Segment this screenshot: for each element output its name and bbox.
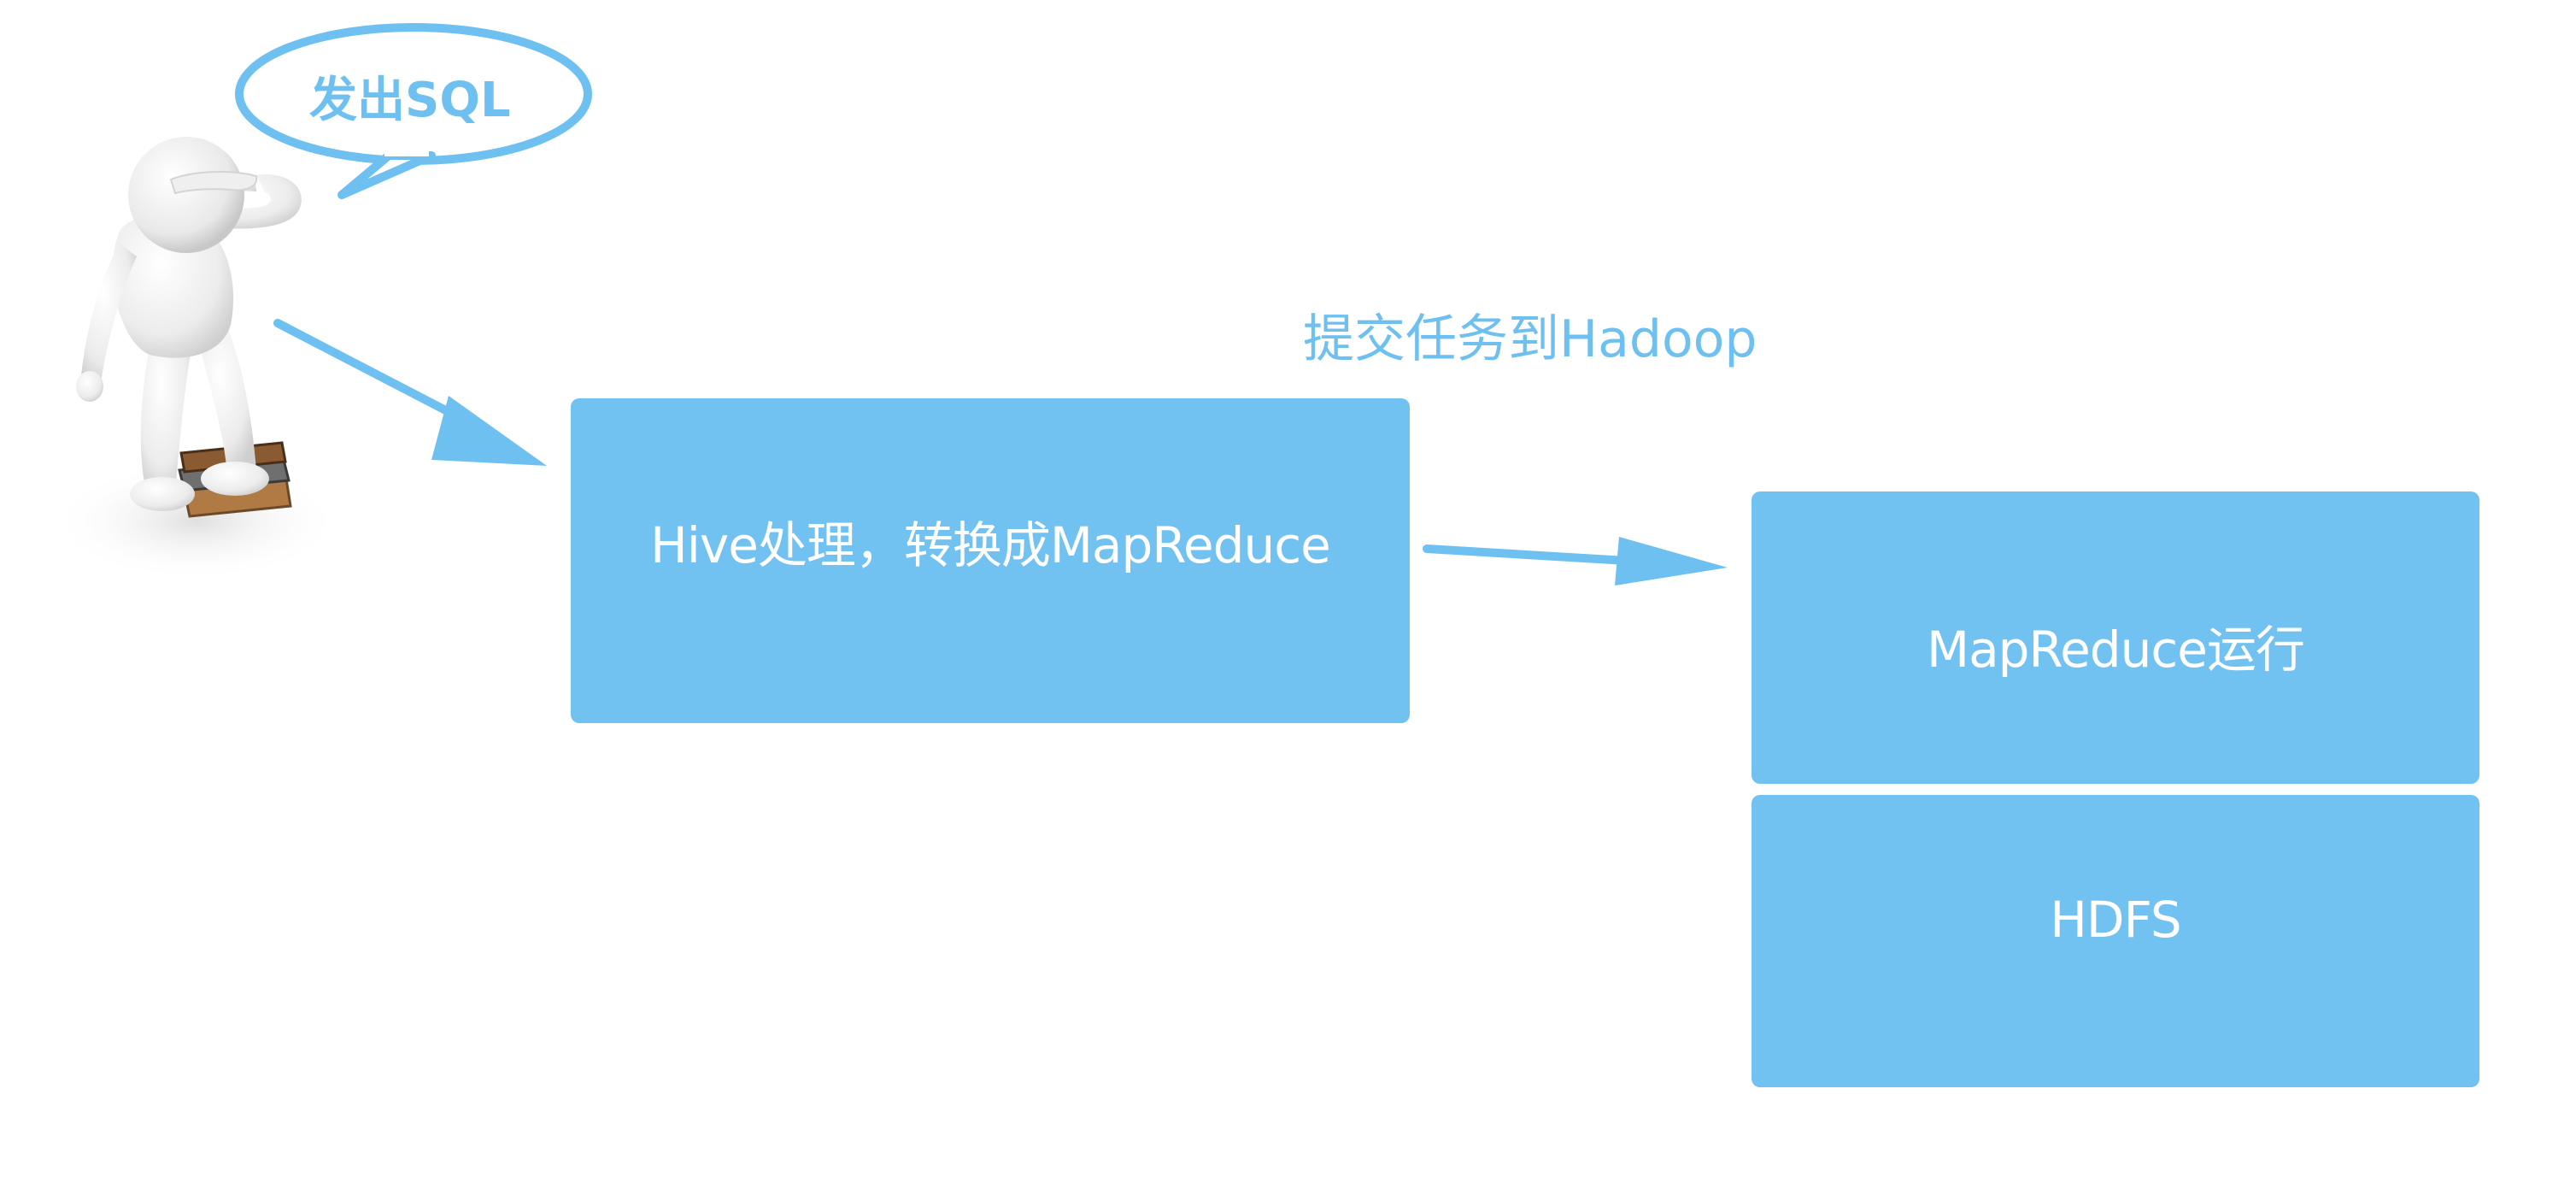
speech-bubble-text: 发出SQL: [309, 73, 511, 128]
hive-process-box: Hive处理，转换成MapReduce: [571, 398, 1410, 723]
mapreduce-run-box: MapReduce运行: [1752, 491, 2479, 784]
submit-to-hadoop-label: 提交任务到Hadoop: [1303, 309, 1757, 369]
person-figure-icon: [51, 137, 342, 581]
hdfs-label: HDFS: [2050, 891, 2181, 949]
hdfs-box: HDFS: [1752, 795, 2479, 1087]
arrow-to-hive: [273, 319, 547, 466]
speech-bubble: [235, 23, 592, 199]
arrow-to-mapreduce: [1423, 537, 1728, 586]
mapreduce-run-label: MapReduce运行: [1927, 621, 2305, 679]
hive-process-label: Hive处理，转换成MapReduce: [650, 516, 1331, 574]
